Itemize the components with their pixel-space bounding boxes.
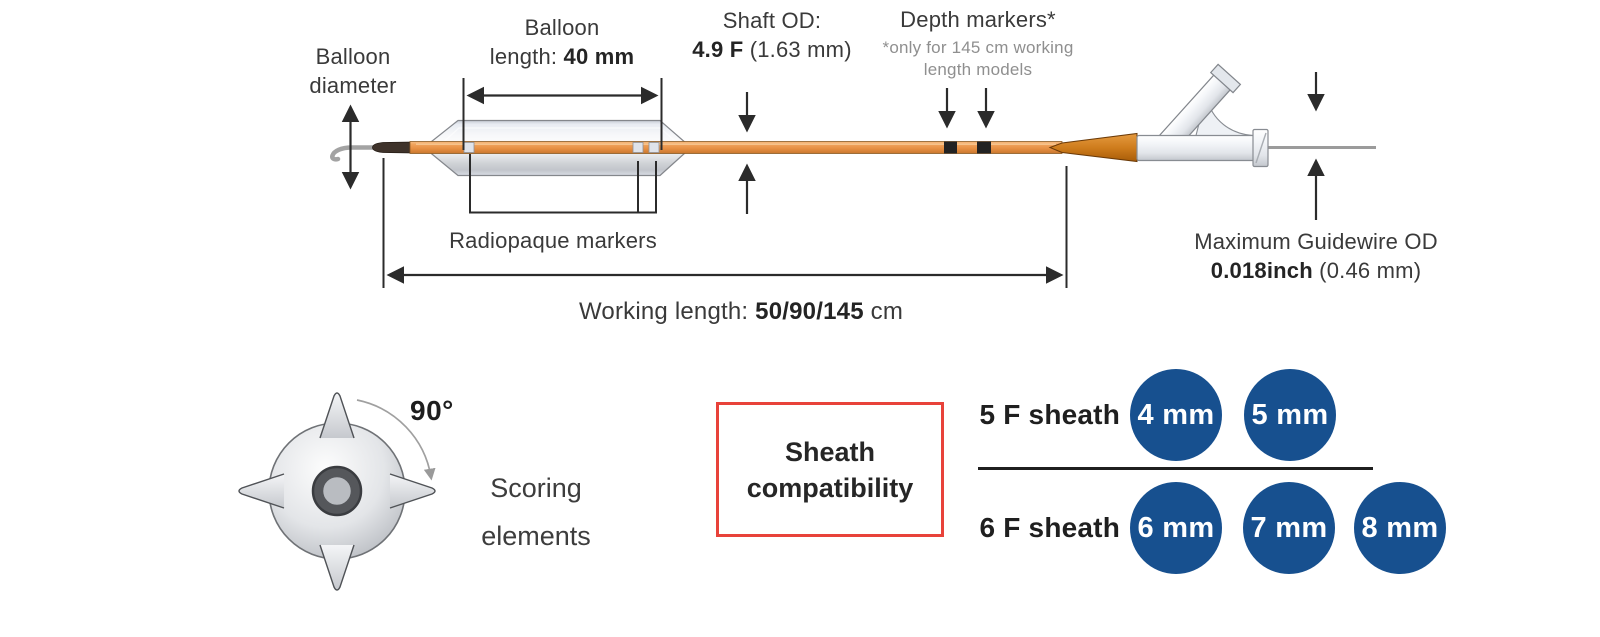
sheath-rows-divider [978,467,1373,470]
dimension-arrows [341,72,1325,288]
hub-body [1136,134,1256,162]
depth-marker-bands-graphic [944,141,991,154]
scoring-angle-value: 90° [410,395,454,426]
shaft-lumen [321,475,353,507]
balloon-size-badge: 8 mm [1354,482,1446,574]
scoring-spikes [238,392,436,591]
balloon-length-label: Balloon length: 40 mm [489,15,635,69]
working-length-label: Working length: 50/90/145 cm [578,298,904,325]
strain-relief-graphic [1048,132,1138,163]
balloon-size-badge: 5 mm [1244,369,1336,461]
sheath-row-5f-label: 5 F sheath [979,399,1120,430]
max-guidewire-label: Maximum Guidewire OD 0.018inch (0.46 mm) [1194,229,1438,283]
sheath-compatibility-box: Sheath compatibility [716,402,944,537]
shaft-od-label: Shaft OD: 4.9 F (1.63 mm) [692,8,852,62]
balloon-diameter-label: Balloon diameter [309,44,397,98]
balloon-highlight [437,127,683,148]
depth-markers-label: Depth markers* *only for 145 cm working … [882,7,1074,80]
balloon-size-badge: 7 mm [1243,482,1335,574]
radiopaque-callout [469,154,657,214]
sheath-row-6f-label: 6 F sheath [979,512,1120,543]
catheter-tip-graphic [372,141,415,154]
radiopaque-markers-label: Radiopaque markers [449,228,657,253]
scoring-element-graphic [238,392,436,591]
shaft-graphic [409,141,1063,154]
balloon-size-badge: 6 mm [1130,482,1222,574]
angle-arc [356,399,436,481]
hub-luer-hatch [1255,132,1267,164]
catheter-graphic [330,63,1376,177]
balloon-size-badge: 4 mm [1130,369,1222,461]
hub-graphic [1136,63,1269,168]
scoring-elements-label: Scoring elements [481,473,591,551]
